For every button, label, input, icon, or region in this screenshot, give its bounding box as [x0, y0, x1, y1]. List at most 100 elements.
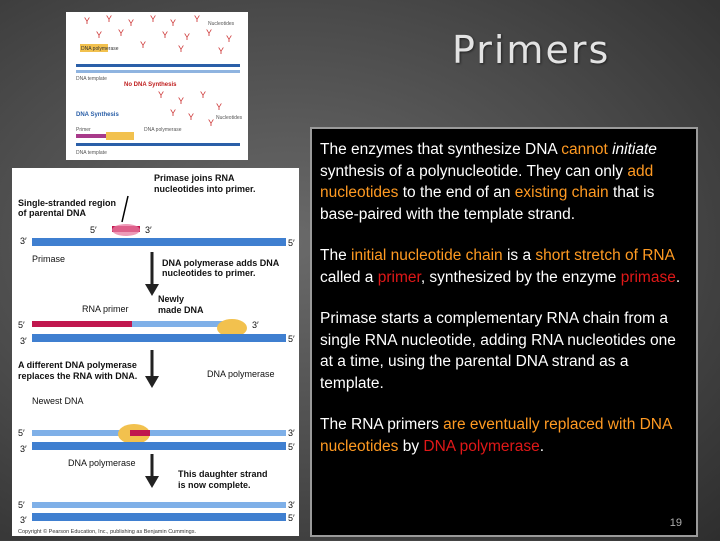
label-daughter-2: is now complete. — [178, 480, 251, 490]
end-label-5prime-s2: 5′ — [288, 334, 295, 344]
paragraph-enzymes: The enzymes that synthesize DNA cannot i… — [320, 139, 688, 225]
end-label-3prime-s1-top: 3′ — [145, 225, 152, 235]
end-label-3prime-s2-top: 3′ — [252, 320, 259, 330]
label-primase-joins-1: Primase joins RNA — [154, 173, 235, 183]
p2-initial-chain: initial nucleotide chain — [351, 247, 503, 264]
dna-strand-s1 — [32, 238, 286, 246]
label-newest-dna: Newest DNA — [32, 396, 84, 406]
svg-text:Y: Y — [150, 14, 156, 24]
svg-text:Y: Y — [200, 90, 206, 100]
end-label-5prime-s2-top: 5′ — [18, 320, 25, 330]
p2-text-a: The — [320, 247, 352, 264]
svg-text:Y: Y — [184, 32, 190, 42]
paragraph-primer: The initial nucleotide chain is a short … — [320, 245, 688, 288]
slide-number: 19 — [669, 517, 682, 529]
p1-text-d: synthesis of a polynucleotide. They can … — [320, 162, 628, 180]
arrow-head-3 — [145, 476, 159, 488]
dna-strand-s3 — [32, 442, 286, 450]
svg-text:Y: Y — [218, 46, 224, 56]
primer-segment — [76, 134, 106, 138]
end-label-3prime-s4-top: 3′ — [288, 500, 295, 510]
label-dna-polymerase-1: DNA polymerase — [207, 369, 275, 379]
arrow-head-1 — [145, 284, 159, 296]
p1-text-a: The enzymes that synthesize DNA — [320, 141, 562, 158]
new-dna-segment-s2 — [132, 321, 227, 327]
p2-text-e: called a — [320, 268, 378, 286]
end-label-5prime-s1: 5′ — [288, 238, 295, 248]
end-label-5prime-s4: 5′ — [288, 513, 295, 523]
label-pol-adds-2: nucleotides to primer. — [162, 268, 256, 278]
p4-replaced: are eventually replaced with DNA nucleot… — [320, 416, 672, 455]
label-single-stranded-1: Single-stranded region — [18, 198, 116, 208]
svg-text:Y: Y — [178, 44, 184, 54]
label-no-synthesis: No DNA Synthesis — [124, 82, 177, 88]
primer-figure-graphic: Primase joins RNA nucleotides into prime… — [18, 173, 295, 535]
svg-text:Y: Y — [170, 18, 176, 28]
p2-text-c: is a — [502, 247, 536, 264]
p4-dna-polymerase: DNA polymerase — [423, 437, 540, 455]
p1-text-f: to the end of an — [398, 184, 515, 201]
label-nucleotides-2: Nucleotides — [216, 115, 243, 121]
free-nucleotides-icon-2: YY YY YY Y — [158, 90, 222, 128]
svg-text:Y: Y — [162, 30, 168, 40]
end-label-5prime-s3-top: 5′ — [18, 428, 25, 438]
label-rna-primer: RNA primer — [82, 304, 129, 314]
svg-text:Y: Y — [84, 16, 90, 26]
p4-text-e: . — [539, 437, 545, 455]
label-dna-polymerase-2: DNA polymerase — [68, 458, 136, 468]
copyright-line: Copyright © Pearson Education, Inc., pub… — [18, 528, 196, 535]
svg-text:Y: Y — [208, 118, 214, 128]
p1-add-nucleotides: add nucleotides — [320, 162, 654, 202]
p2-primer: primer — [377, 268, 421, 286]
p1-text-h: that is base-paired with the template st… — [320, 184, 655, 223]
rna-primer-segment-s2 — [32, 321, 132, 327]
svg-text:Y: Y — [206, 28, 212, 38]
p1-cannot: cannot — [561, 141, 608, 158]
paragraph-primase-starts: Primase starts a complementary RNA chain… — [320, 310, 676, 392]
end-label-3prime-s3-top: 3′ — [288, 428, 295, 438]
p1-existing-chain: existing chain — [514, 184, 609, 201]
svg-text:Y: Y — [170, 108, 176, 118]
svg-text:Y: Y — [188, 112, 194, 122]
dna-polymerase-block-2 — [106, 132, 134, 140]
dna-polymerase-enzyme-s2 — [217, 319, 247, 337]
label-single-stranded-2: of parental DNA — [18, 208, 87, 218]
svg-text:Y: Y — [96, 30, 102, 40]
primase-enzyme-s1 — [112, 224, 140, 236]
svg-text:Y: Y — [118, 28, 124, 38]
arrow-primase-pointer — [121, 195, 129, 223]
end-label-3prime-s4: 3′ — [20, 515, 27, 525]
svg-text:Y: Y — [106, 14, 112, 24]
arrow-head-2 — [145, 376, 159, 388]
label-pol-adds-1: DNA polymerase adds DNA — [162, 258, 280, 268]
dna-template-strand-1 — [76, 64, 240, 67]
svg-text:Y: Y — [178, 96, 184, 106]
p2-short-stretch: short stretch of RNA — [535, 247, 675, 264]
dna-polymerase-block-1 — [80, 44, 108, 52]
end-label-3prime-s2: 3′ — [20, 336, 27, 346]
end-label-3prime-s1: 3′ — [20, 236, 27, 246]
label-newly-1: Newly — [158, 294, 184, 304]
end-label-3prime-s3: 3′ — [20, 444, 27, 454]
p2-text-i: . — [675, 268, 681, 286]
label-dna-polymerase-2: DNA polymerase — [144, 127, 182, 133]
label-primase-joins-2: nucleotides into primer. — [154, 184, 256, 194]
label-dna-polymerase-1: DNA polymerase — [81, 46, 119, 52]
p1-initiate: initiate — [612, 141, 657, 158]
p4-text-a: The RNA primers — [320, 416, 444, 433]
svg-text:Y: Y — [158, 90, 164, 100]
dna-template-strand-2 — [76, 143, 240, 146]
label-nucleotides-1: Nucleotides — [208, 21, 235, 27]
label-dna-template-2: DNA template — [76, 150, 107, 156]
label-primase: Primase — [32, 254, 65, 264]
p2-text-g: , synthesized by the enzyme — [420, 268, 621, 286]
label-different-pol-1: A different DNA polymerase — [18, 360, 137, 370]
complete-daughter-strand — [32, 502, 286, 508]
new-dna-strand-s3 — [32, 430, 286, 436]
rna-remnant-s3 — [130, 430, 150, 436]
paragraph-replaced: The RNA primers are eventually replaced … — [320, 414, 688, 457]
label-different-pol-2: replaces the RNA with DNA. — [18, 371, 137, 381]
